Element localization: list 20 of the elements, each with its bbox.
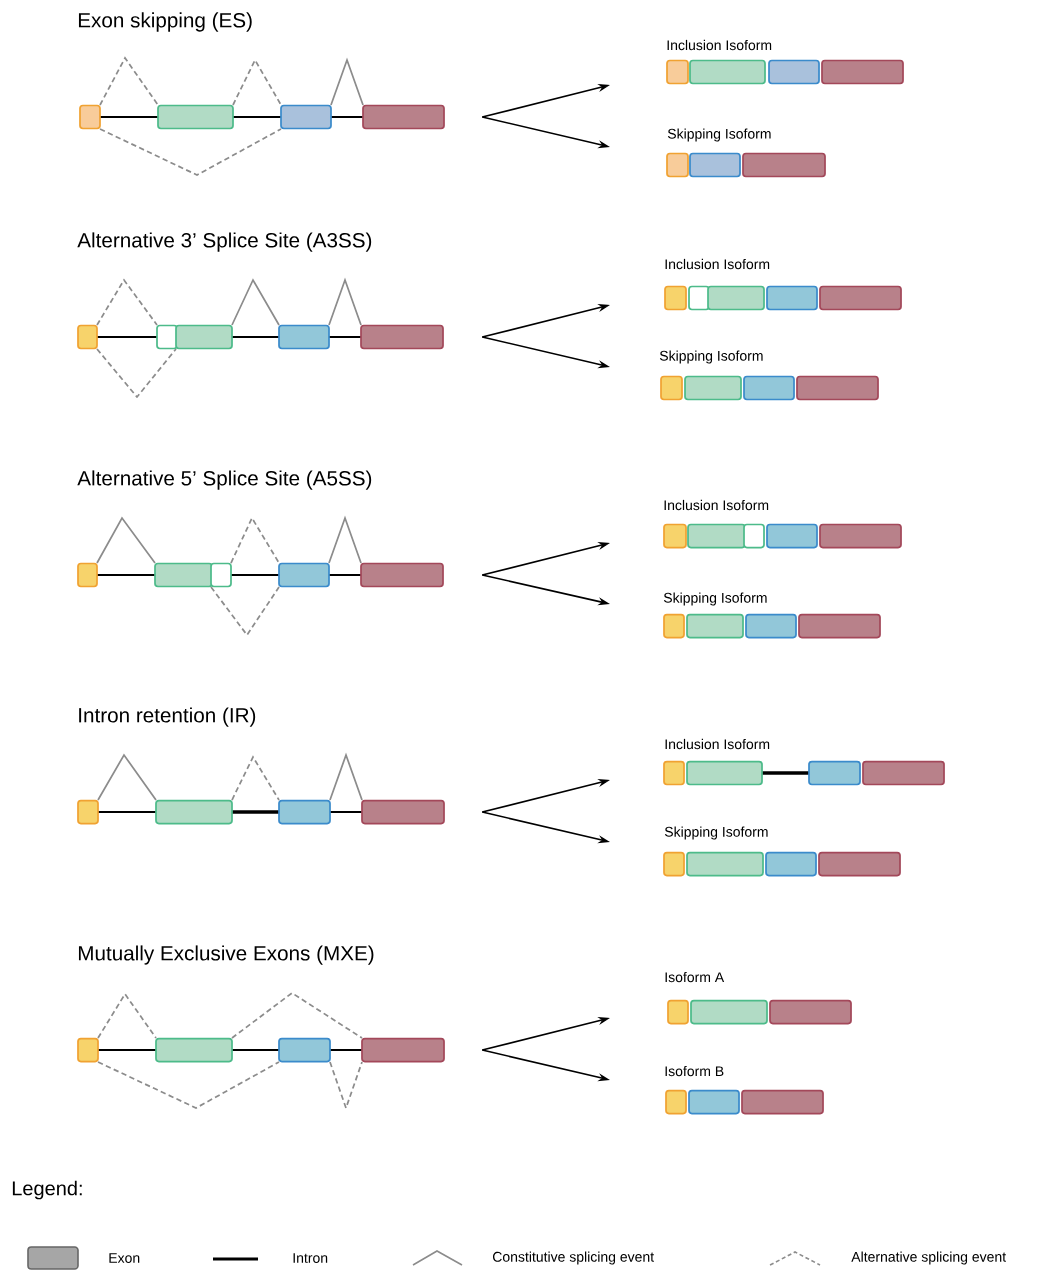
- legend-label: Constitutive splicing event: [493, 1251, 654, 1265]
- legend-label: Intron: [293, 1253, 328, 1263]
- isoform-label: Inclusion Isoform: [667, 39, 772, 51]
- isoform-label: Skipping Isoform: [663, 592, 767, 606]
- isoform-label: Isoform B: [665, 1065, 724, 1077]
- legend-heading: Legend:: [12, 1180, 82, 1200]
- panel-title: Intron retention (IR): [79, 707, 256, 727]
- isoform-label: Isoform A: [665, 971, 725, 983]
- panel-title: Alternative 5’ Splice Site (A5SS): [77, 470, 372, 490]
- panel-title: Exon skipping (ES): [78, 12, 252, 32]
- isoform-label: Skipping Isoform: [664, 826, 768, 840]
- panel-title: Alternative 3’ Splice Site (A3SS): [77, 232, 372, 252]
- isoform-label: Inclusion Isoform: [665, 258, 770, 270]
- isoform-label: Inclusion Isoform: [665, 738, 770, 750]
- isoform-label: Inclusion Isoform: [664, 499, 769, 511]
- isoform-label: Skipping Isoform: [667, 128, 771, 142]
- isoform-label: Skipping Isoform: [659, 350, 763, 364]
- panel-title: Mutually Exclusive Exons (MXE): [78, 945, 374, 965]
- legend-label: Alternative splicing event: [851, 1251, 1006, 1265]
- legend-label: Exon: [109, 1253, 140, 1263]
